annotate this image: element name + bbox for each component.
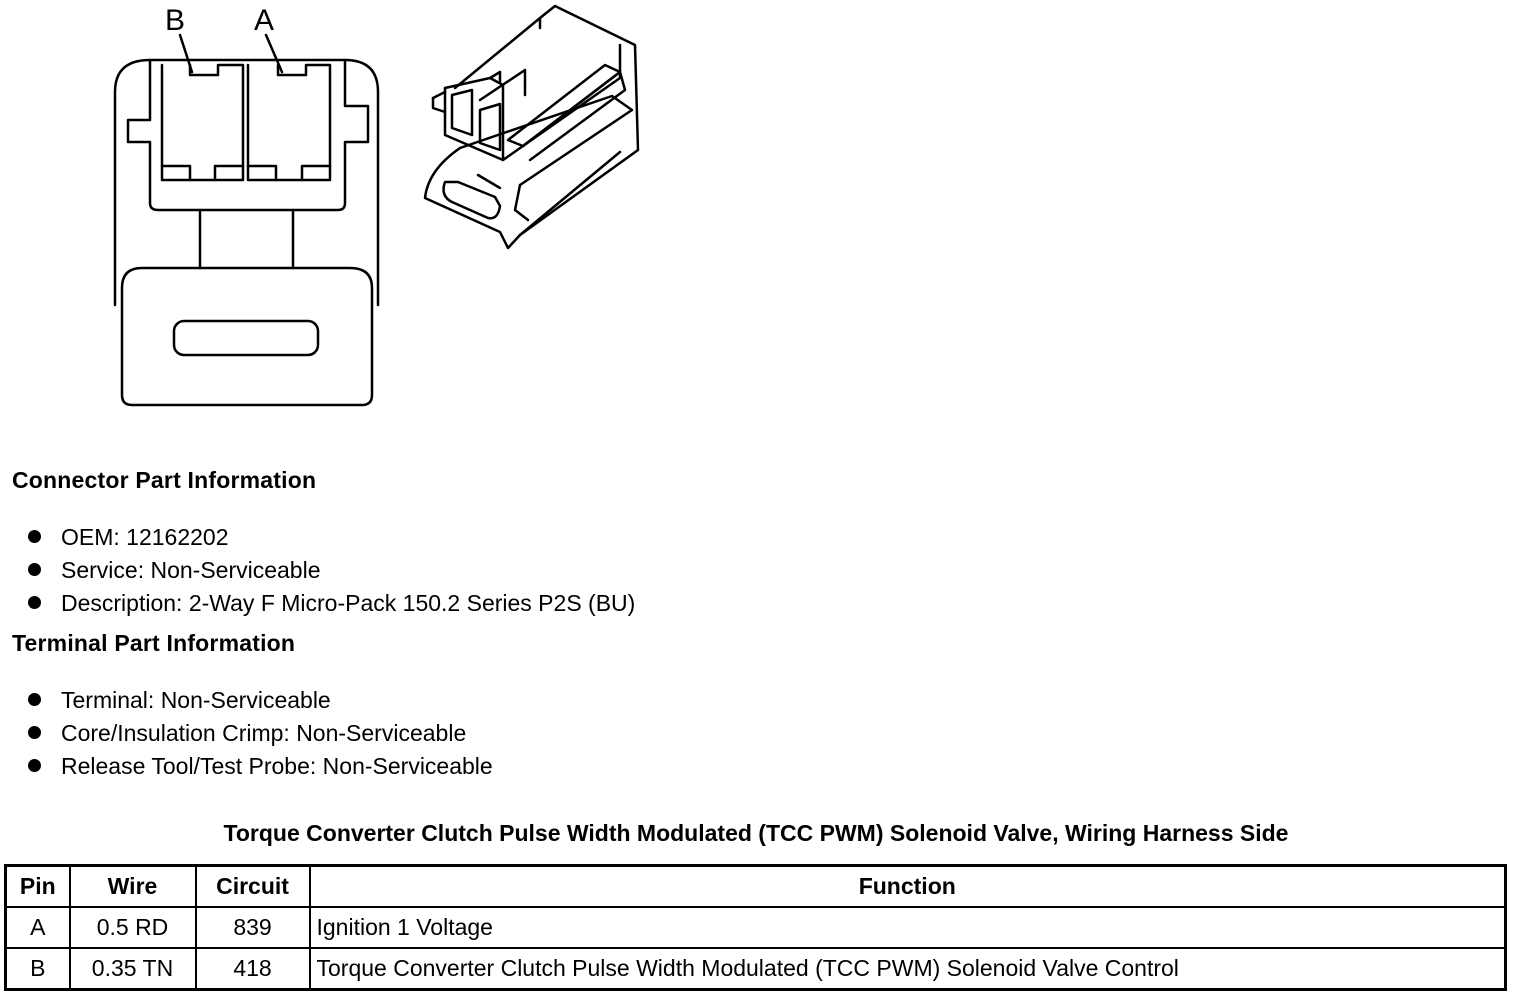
terminal-release-tool: Release Tool/Test Probe: Non-Serviceable: [61, 753, 493, 779]
pin-table: Pin Wire Circuit Function A 0.5 RD 839 I…: [4, 864, 1507, 991]
table-header-row: Pin Wire Circuit Function: [4, 864, 1507, 908]
terminal-info-title: Terminal Part Information: [12, 630, 296, 656]
pin-label-b: B: [165, 4, 185, 37]
list-item: OEM: 12162202: [28, 521, 635, 554]
connector-info-title: Connector Part Information: [12, 467, 317, 493]
cell-wire: 0.5 RD: [68, 906, 197, 949]
header-wire: Wire: [68, 864, 197, 908]
connector-service: Service: Non-Serviceable: [61, 557, 321, 583]
cell-function: Ignition 1 Voltage: [308, 906, 1507, 949]
connector-oem: OEM: 12162202: [61, 524, 229, 550]
bullet-icon: [28, 726, 41, 740]
list-item: Description: 2-Way F Micro-Pack 150.2 Se…: [28, 587, 635, 620]
cell-pin: B: [4, 947, 71, 991]
list-item: Service: Non-Serviceable: [28, 554, 635, 587]
cell-function: Torque Converter Clutch Pulse Width Modu…: [308, 947, 1507, 991]
table-row: B 0.35 TN 418 Torque Converter Clutch Pu…: [4, 947, 1507, 991]
connector-description: Description: 2-Way F Micro-Pack 150.2 Se…: [61, 590, 636, 616]
terminal-service: Terminal: Non-Serviceable: [61, 687, 331, 713]
cell-circuit: 839: [194, 906, 311, 949]
bullet-icon: [28, 530, 41, 544]
list-item: Release Tool/Test Probe: Non-Serviceable: [28, 750, 493, 783]
cell-pin: A: [4, 906, 71, 949]
header-circuit: Circuit: [194, 864, 311, 908]
cell-circuit: 418: [194, 947, 311, 991]
terminal-crimp: Core/Insulation Crimp: Non-Serviceable: [61, 720, 467, 746]
bullet-icon: [28, 596, 41, 610]
header-function: Function: [308, 864, 1507, 908]
connector-info-list: OEM: 12162202 Service: Non-Serviceable D…: [28, 521, 635, 620]
list-item: Terminal: Non-Serviceable: [28, 684, 493, 717]
terminal-info-list: Terminal: Non-Serviceable Core/Insulatio…: [28, 684, 493, 783]
pin-label-a: A: [254, 4, 274, 37]
connector-diagram: B A: [113, 4, 640, 407]
connector-face-view: [113, 33, 380, 407]
header-pin: Pin: [4, 864, 71, 908]
bullet-icon: [28, 759, 41, 773]
table-caption: Torque Converter Clutch Pulse Width Modu…: [223, 820, 1289, 846]
connector-isometric-view: [423, 4, 640, 250]
table-row: A 0.5 RD 839 Ignition 1 Voltage: [4, 906, 1507, 949]
cell-wire: 0.35 TN: [68, 947, 197, 991]
list-item: Core/Insulation Crimp: Non-Serviceable: [28, 717, 493, 750]
bullet-icon: [28, 563, 41, 577]
bullet-icon: [28, 693, 41, 707]
